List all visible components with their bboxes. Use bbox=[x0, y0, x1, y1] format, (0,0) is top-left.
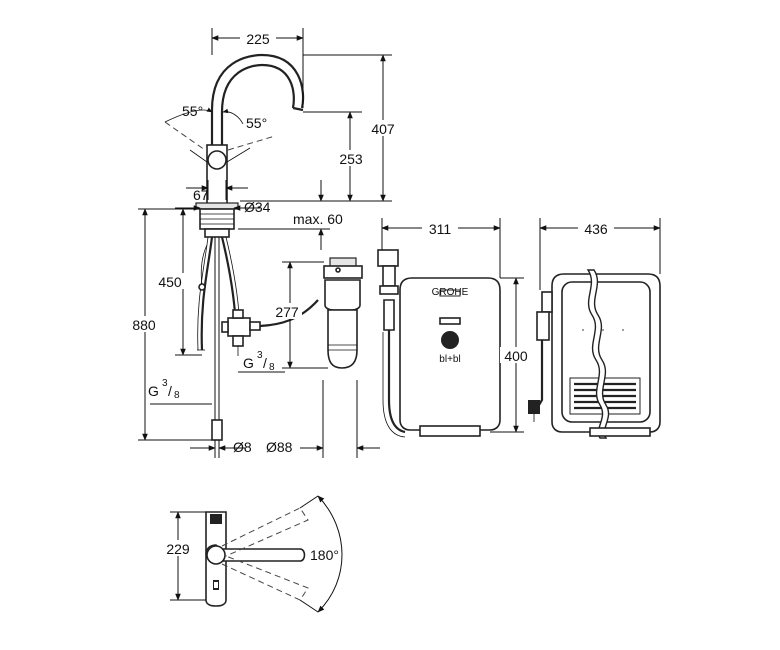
thread-left-denominator: 8 bbox=[174, 390, 180, 401]
dim-thread-right: G 3 / 8 bbox=[238, 350, 285, 373]
dim-label-diameter-34: Ø34 bbox=[244, 199, 271, 215]
dim-label-407: 407 bbox=[371, 121, 395, 137]
dim-400: 400 bbox=[490, 277, 534, 433]
dim-225: 225 bbox=[211, 28, 304, 108]
dim-max-60: max. 60 bbox=[238, 180, 343, 250]
logo-plate: GROHE bbox=[432, 287, 469, 298]
dim-436: 436 bbox=[539, 218, 661, 290]
control-knob bbox=[441, 331, 459, 349]
dim-label-277: 277 bbox=[275, 304, 299, 320]
faucet-handle-circle bbox=[207, 150, 227, 170]
faucet-elevation bbox=[164, 53, 319, 441]
water-filter bbox=[323, 257, 363, 369]
dim-277: 277 bbox=[272, 261, 328, 369]
dim-label-436: 436 bbox=[584, 221, 608, 237]
display-text: bl+bl bbox=[439, 354, 460, 365]
dim-label-angle-left: 55° bbox=[182, 103, 203, 119]
dim-diameter-8: Ø8 bbox=[190, 439, 252, 458]
dim-label-180: 180° bbox=[310, 547, 339, 563]
dim-label-880: 880 bbox=[132, 317, 156, 333]
dim-label-max-60: max. 60 bbox=[293, 211, 343, 227]
dim-diameter-34: Ø34 bbox=[175, 199, 271, 215]
dim-label-225: 225 bbox=[246, 31, 270, 47]
dim-label-253: 253 bbox=[339, 151, 363, 167]
dim-diameter-88: Ø88 bbox=[266, 380, 380, 458]
angle-valve bbox=[221, 309, 261, 356]
dim-311: 311 bbox=[381, 218, 501, 278]
dim-label-229: 229 bbox=[166, 541, 190, 557]
boiler-tank-side bbox=[528, 269, 661, 439]
dim-label-diameter-8: Ø8 bbox=[233, 439, 252, 455]
dim-label-angle-right: 55° bbox=[246, 115, 267, 131]
svg-text:/: / bbox=[168, 383, 172, 399]
dim-label-450: 450 bbox=[158, 274, 182, 290]
dim-880: 880 bbox=[128, 208, 212, 441]
dim-label-400: 400 bbox=[504, 348, 528, 364]
dim-label-311: 311 bbox=[429, 221, 452, 237]
thread-right-g: G bbox=[243, 355, 254, 371]
dim-407: 407 bbox=[240, 54, 400, 202]
boiler-tank-front: GROHE bl+bl bbox=[377, 249, 501, 438]
dim-229: 229 bbox=[162, 511, 206, 601]
dim-label-diameter-88: Ø88 bbox=[266, 439, 293, 455]
dim-450: 450 bbox=[158, 208, 202, 356]
dim-label-67: 67 bbox=[193, 187, 209, 203]
dim-thread-left: G 3 / 8 bbox=[148, 378, 212, 405]
dim-253: 253 bbox=[303, 111, 368, 202]
faucet-spout bbox=[210, 53, 305, 150]
thread-right-numerator: 3 bbox=[257, 350, 263, 361]
thread-left-numerator: 3 bbox=[162, 378, 168, 389]
dim-67: 67 bbox=[186, 180, 248, 203]
faucet-plan-view bbox=[205, 495, 343, 613]
svg-text:/: / bbox=[263, 355, 267, 371]
thread-right-denominator: 8 bbox=[269, 362, 275, 373]
thread-left-g: G bbox=[148, 383, 159, 399]
